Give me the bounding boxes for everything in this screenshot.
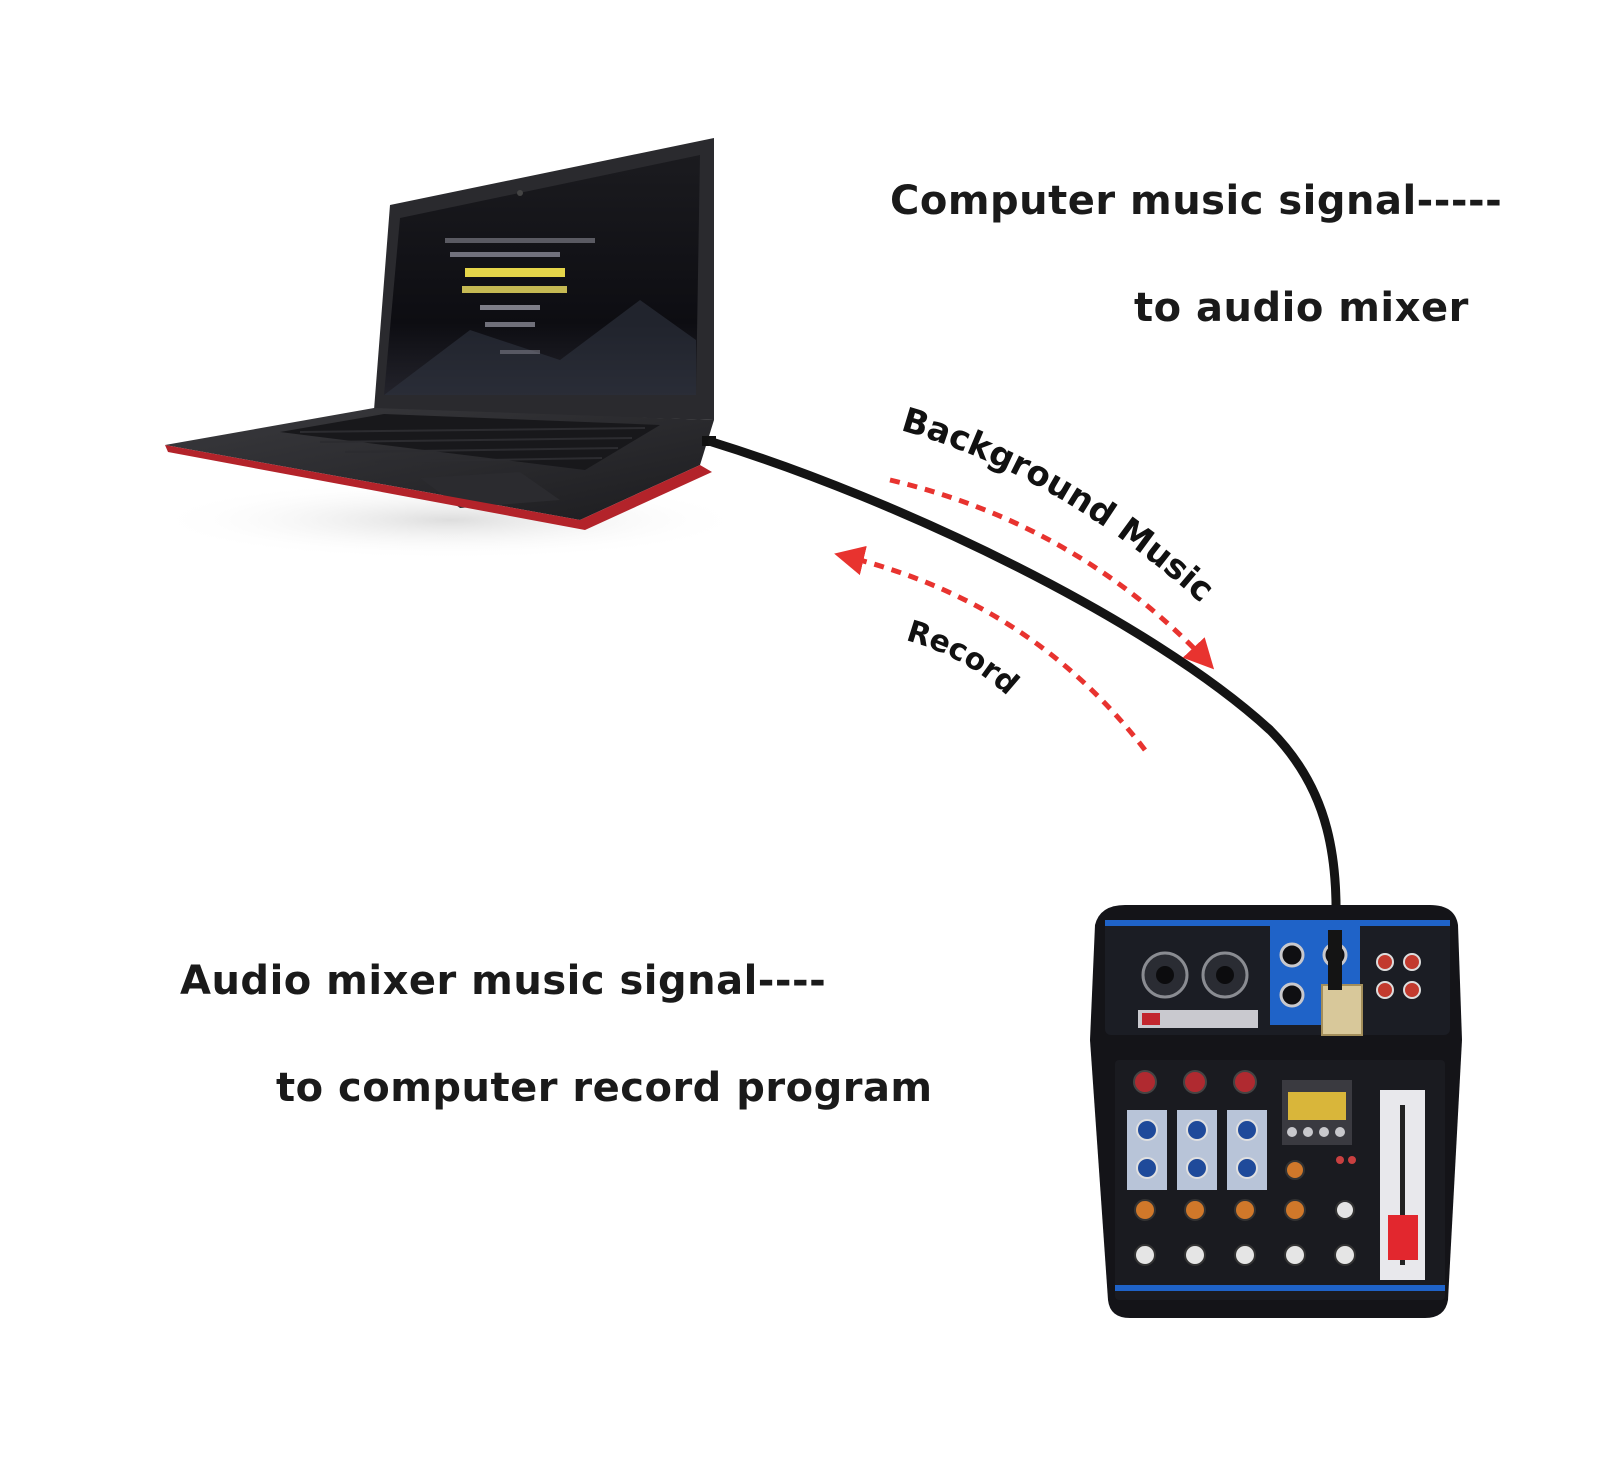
record-label: Record xyxy=(903,614,1026,702)
computer-signal-caption-line2: to audio mixer xyxy=(1134,285,1469,331)
usb-cable xyxy=(707,437,1341,955)
laptop-icon xyxy=(150,138,750,560)
arrow-right-icon xyxy=(889,477,1215,670)
audio-mixer-icon xyxy=(1090,905,1462,1318)
mixer-signal-caption-line1: Audio mixer music signal---- xyxy=(180,958,827,1004)
background-music-label: Background Music xyxy=(897,400,1221,610)
arrow-left-icon xyxy=(834,545,1147,752)
computer-signal-caption-line1: Computer music signal----- xyxy=(890,178,1503,224)
mixer-signal-caption-line2: to computer record program xyxy=(276,1065,933,1111)
